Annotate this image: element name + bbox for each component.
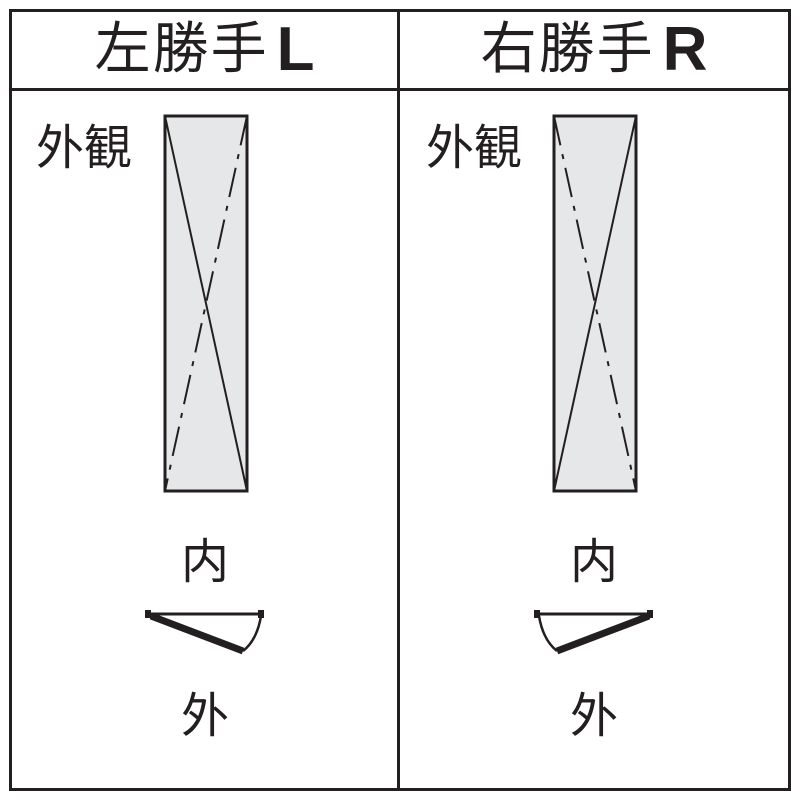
right-hand-title: 右勝手 [480, 17, 655, 82]
left-hand-title: 左勝手 [94, 17, 269, 82]
right-exterior-view-label: 外観 [426, 120, 523, 176]
left-inside-label: 内 [181, 534, 230, 590]
left-sash-leaf [149, 612, 245, 655]
right-window-elevation [552, 114, 638, 493]
left-swing-symbol [145, 610, 264, 655]
right-hinge-line-solid [553, 115, 637, 492]
left-swing-arc [242, 615, 263, 652]
left-frame-end-left [145, 610, 151, 618]
right-sash-leaf [555, 612, 651, 655]
right-frame-end-right [647, 610, 653, 618]
right-swing-arc [537, 615, 558, 652]
left-outside-label: 外 [181, 688, 230, 744]
left-hand-header: 左勝手 L [12, 12, 397, 88]
left-opening-line-dashed [164, 115, 248, 492]
left-exterior-view-label: 外観 [36, 120, 133, 176]
outer-frame [9, 9, 791, 791]
left-hinge-line-solid [164, 115, 248, 492]
left-window-elevation [163, 114, 249, 493]
right-opening-line-dashed [553, 115, 637, 492]
header-divider [9, 88, 791, 91]
right-swing-symbol [534, 610, 653, 655]
left-hand-letter: L [276, 15, 315, 84]
right-hand-header: 右勝手 R [400, 12, 788, 88]
panel-divider [397, 9, 400, 791]
left-frame-end-right [258, 610, 264, 618]
right-outside-label: 外 [570, 688, 619, 744]
right-inside-label: 内 [570, 534, 619, 590]
right-frame-end-left [534, 610, 540, 618]
right-hand-letter: R [662, 15, 708, 84]
